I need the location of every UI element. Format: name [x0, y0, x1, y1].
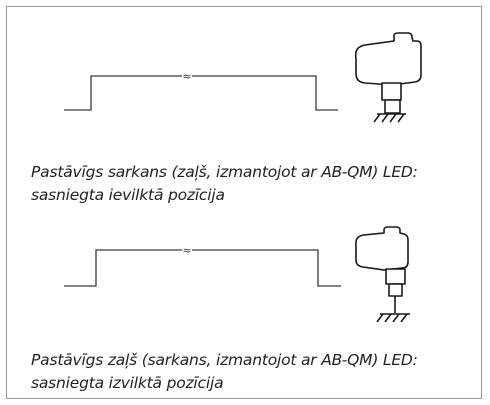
pulse-right-segment-2 [192, 249, 341, 287]
ground-hatch-2c [392, 313, 400, 323]
actuator-neck-1 [381, 82, 402, 101]
caption-extended: Pastāvīgs zaļš (sarkans, izmantojot ar A… [31, 349, 471, 395]
break-symbol-2: ≈ [182, 244, 191, 257]
ground-hatch-1c [389, 113, 397, 123]
panel-retracted-signal [64, 75, 338, 111]
pulse-left-segment [64, 75, 182, 111]
ground-hatch-1a [373, 113, 381, 123]
actuator-neck-2 [385, 268, 406, 285]
ground-hatch-2a [376, 313, 384, 323]
caption-extended-line-2: sasniegta izvilktā pozīcija [31, 374, 224, 392]
ground-hatch-2d [400, 313, 408, 323]
ground-hatch-1d [397, 113, 405, 123]
break-symbol-1: ≈ [182, 70, 191, 83]
pulse-left-segment-2 [64, 249, 182, 287]
pulse-right-segment [192, 75, 338, 111]
actuator-retracted-icon [354, 32, 422, 123]
ground-hatch-1b [381, 113, 389, 123]
panel-extended-signal [64, 249, 341, 287]
actuator-body-1 [354, 32, 422, 86]
caption-retracted: Pastāvīgs sarkans (zaļš, izmantojot ar A… [31, 161, 471, 207]
caption-retracted-line-1: Pastāvīgs sarkans (zaļš, izmantojot ar A… [31, 163, 418, 181]
actuator-stem-2 [388, 283, 403, 297]
actuator-body-2 [355, 226, 409, 271]
actuator-extended-icon [355, 226, 410, 323]
actuator-stem-1 [384, 99, 401, 114]
caption-extended-line-1: Pastāvīgs zaļš (sarkans, izmantojot ar A… [31, 351, 418, 369]
caption-retracted-line-2: sasniegta ievilktā pozīcija [31, 186, 225, 204]
ground-hatch-2b [384, 313, 392, 323]
